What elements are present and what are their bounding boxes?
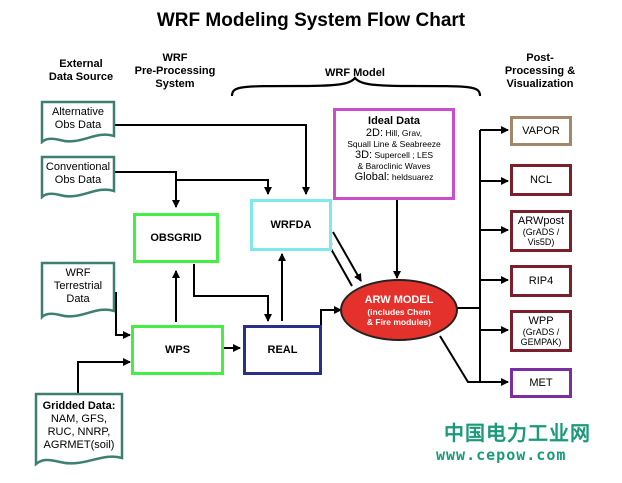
ncl-box: NCL bbox=[510, 164, 572, 196]
conventional-obs-data: Conventional Obs Data bbox=[40, 155, 116, 199]
rip4-box: RIP4 bbox=[510, 265, 572, 297]
header-wrf-model: WRF Model bbox=[325, 67, 385, 79]
real-box: REAL bbox=[243, 325, 322, 375]
ideal-data-title: Ideal Data bbox=[368, 115, 420, 127]
wpp-box: WPP (GrADS / GEMPAK) bbox=[510, 310, 572, 352]
watermark-url: www.cepow.com bbox=[436, 446, 567, 464]
chart-title: WRF Modeling System Flow Chart bbox=[156, 10, 466, 31]
header-wrf-preprocessing: WRF Pre-Processing System bbox=[134, 52, 216, 90]
arrow-obsgrid-real bbox=[193, 264, 272, 322]
ideal-data-box: Ideal Data 2D: Hill, Grav, Squall Line &… bbox=[333, 108, 455, 200]
wrf-model-brace bbox=[230, 76, 482, 97]
arrow-conventional-wrfda bbox=[175, 172, 272, 195]
arrow-wrfda-arw bbox=[332, 231, 362, 282]
arwpost-box: ARWpost (GrADS / Vis5D) bbox=[510, 210, 572, 252]
arrow-terrestrial-wps bbox=[114, 292, 131, 339]
header-external: External Data Source bbox=[48, 58, 114, 83]
arrow-arw-met bbox=[439, 335, 509, 386]
obsgrid-box: OBSGRID bbox=[133, 213, 219, 263]
wrf-terrestrial-data: WRF Terrestrial Data bbox=[40, 261, 116, 321]
arrow-gridded-wps bbox=[77, 358, 131, 393]
wps-box: WPS bbox=[131, 325, 224, 375]
watermark-cn: 中国电力工业网 bbox=[444, 423, 591, 445]
met-box: MET bbox=[510, 368, 572, 398]
arw-model-node: ARW MODEL (includes Chem & Fire modules) bbox=[340, 279, 458, 341]
arrow-alternative-wrfda bbox=[114, 124, 310, 195]
vapor-box: VAPOR bbox=[510, 116, 572, 146]
arrow-real-arw bbox=[320, 306, 342, 330]
gridded-data: Gridded Data: NAM, GFS, RUC, NNRP, AGRME… bbox=[34, 392, 124, 468]
wrfda-box: WRFDA bbox=[250, 199, 332, 251]
arrow-conventional-obsgrid bbox=[114, 171, 180, 208]
header-post-processing: Post- Processing & Visualization bbox=[504, 52, 576, 90]
alternative-obs-data: Alternative Obs Data bbox=[40, 100, 116, 144]
